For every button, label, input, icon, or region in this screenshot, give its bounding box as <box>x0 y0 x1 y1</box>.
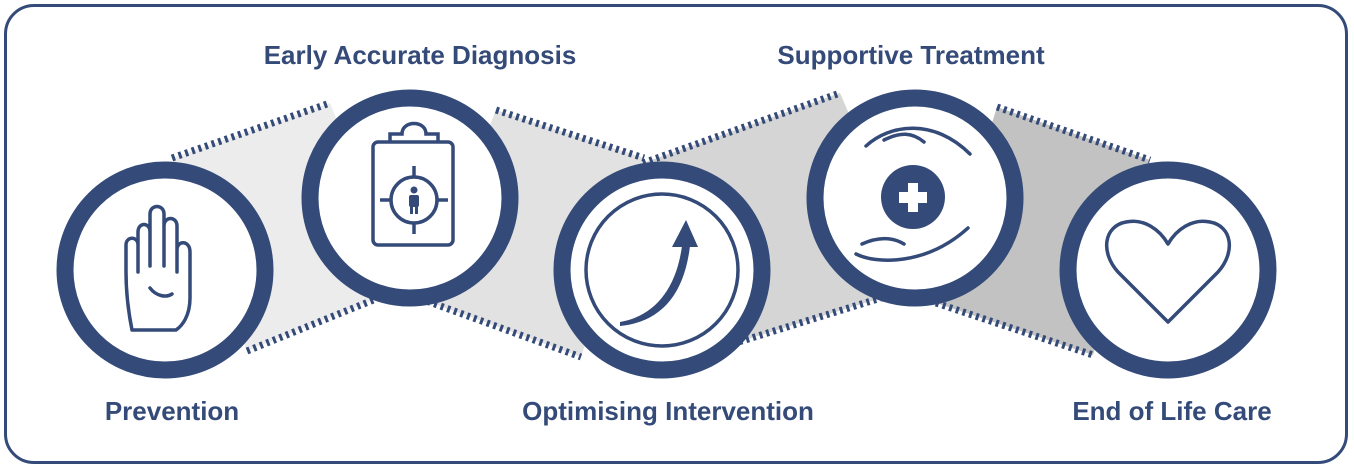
label-supportive-treatment: Supportive Treatment <box>777 40 1045 70</box>
inner-ring <box>584 192 740 348</box>
stage-prevention <box>56 161 274 379</box>
stage-intervention <box>553 161 771 379</box>
top-hand <box>864 126 972 156</box>
edge-2-bottom <box>419 295 583 361</box>
label-end-of-life-care: End of Life Care <box>1072 396 1272 426</box>
stage-circle <box>56 161 274 379</box>
edge-4-top <box>995 103 1152 164</box>
stage-end-of-life <box>1059 161 1277 379</box>
edge-2-top <box>494 106 646 162</box>
hand-icon <box>124 204 192 332</box>
stage-diagnosis <box>301 89 519 307</box>
label-optimising-intervention: Optimising Intervention <box>522 396 814 426</box>
bottom-hand <box>854 226 970 262</box>
label-early-accurate-diagnosis: Early Accurate Diagnosis <box>263 40 577 70</box>
person-icon <box>409 186 419 214</box>
curved-arrow-icon <box>620 220 698 326</box>
clipboard-target-icon <box>371 121 455 247</box>
label-prevention: Prevention <box>104 396 240 426</box>
stage-supportive <box>806 89 1024 307</box>
hands-medical-cross-icon <box>854 126 972 262</box>
heart-icon <box>1104 219 1232 324</box>
stage-circle <box>1059 161 1277 379</box>
stage-circle <box>553 161 771 379</box>
diagram-frame <box>4 4 1348 464</box>
